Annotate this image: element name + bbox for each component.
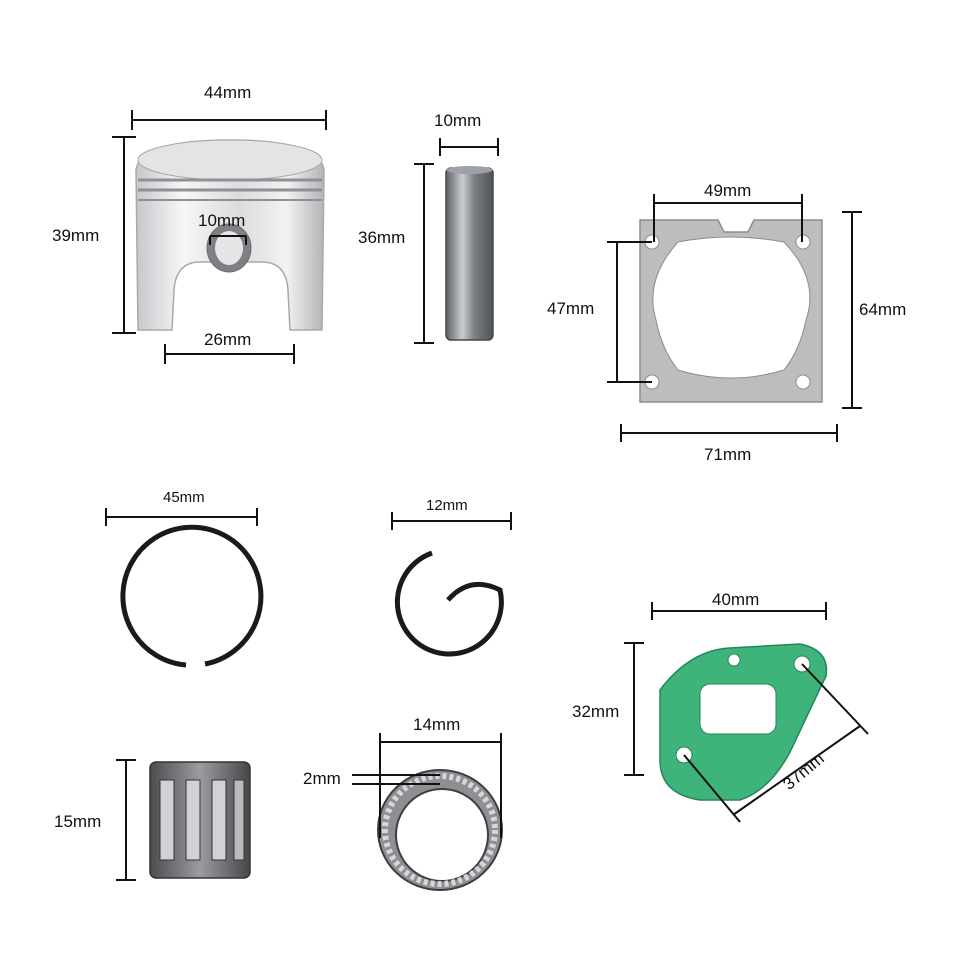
piston-ring [120, 524, 264, 668]
needle-bearing [149, 761, 251, 879]
small-bearing-wall-label: 2mm [303, 769, 341, 788]
small-bearing [377, 769, 503, 891]
cyl-gasket-width-label: 71mm [704, 445, 752, 464]
piston-dimensions [112, 110, 327, 364]
intake-height-label: 32mm [572, 702, 620, 721]
cyl-gasket-spacing-label: 49mm [704, 181, 752, 200]
cylinder-gasket-dimensions [607, 194, 862, 442]
cylinder-gasket [639, 219, 823, 403]
needle-bearing-dimensions [116, 759, 136, 881]
needle-bearing-height-label: 15mm [54, 812, 102, 831]
wrist-pin-dimensions [414, 138, 499, 344]
intake-width-label: 40mm [712, 590, 760, 609]
intake-gasket-dimensions [624, 602, 869, 823]
circlip-dimensions [391, 512, 512, 530]
small-bearing-dimensions [352, 733, 502, 838]
ring-diameter-label: 45mm [163, 489, 205, 506]
cyl-gasket-holes-label: 47mm [547, 299, 595, 318]
piston-diameter-label: 44mm [204, 83, 252, 102]
piston-skirt-label: 26mm [204, 330, 252, 349]
piston-ring-dimensions [105, 508, 258, 526]
piston-pinhole-label: 10mm [198, 211, 246, 230]
pin-length-label: 36mm [358, 228, 406, 247]
piston-height-label: 39mm [52, 226, 100, 245]
pin-diameter-label: 10mm [434, 111, 482, 130]
cyl-gasket-height-label: 64mm [859, 300, 907, 319]
small-bearing-width-label: 14mm [413, 715, 461, 734]
circlip [394, 550, 504, 657]
intake-gasket [659, 643, 828, 801]
wrist-pin [445, 166, 494, 341]
circlip-diameter-label: 12mm [426, 497, 468, 514]
